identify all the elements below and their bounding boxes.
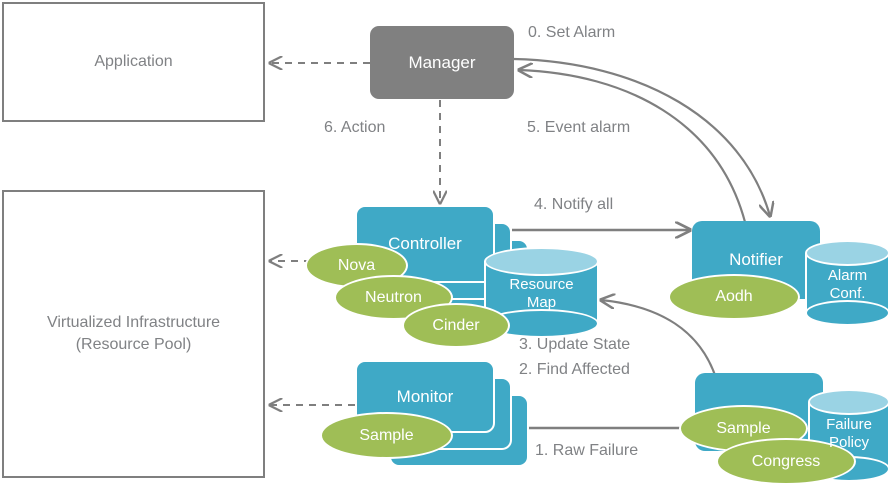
edge-label-action: 6. Action	[324, 118, 385, 138]
edge-label-find-affected: 2. Find Affected	[519, 360, 630, 380]
alarm-conf-database[interactable]: Alarm Conf.	[805, 240, 890, 327]
edge-label-action-text: 6. Action	[324, 119, 386, 136]
resource-map-label-line2: Map	[526, 294, 557, 311]
tag-cinder[interactable]: Cinder	[402, 303, 510, 348]
resource-map-cylinder-top	[484, 247, 599, 276]
infrastructure-label-line2: (Resource Pool)	[75, 336, 192, 353]
edge-label-set-alarm-text: 0. Set Alarm	[528, 24, 616, 41]
tag-neutron[interactable]: Neutron	[334, 275, 453, 320]
tag-nova-label: Nova	[337, 256, 376, 274]
edge-label-update-state-text: 3. Update State	[519, 336, 631, 353]
edge-label-update-state: 3. Update State	[519, 335, 630, 355]
tag-aodh-label: Aodh	[715, 288, 753, 305]
edge-label-raw-failure-text: 1. Raw Failure	[535, 442, 639, 459]
resource-map-label: Resource Map	[484, 276, 599, 312]
manager-node[interactable]: Manager	[370, 26, 514, 99]
resource-map-label-line1: Resource	[509, 276, 574, 293]
edge-label-notify-all: 4. Notify all	[534, 195, 613, 215]
edge-label-set-alarm: 0. Set Alarm	[528, 23, 615, 43]
tag-sample-monitor-label: Sample	[359, 426, 414, 444]
alarm-conf-label: Alarm Conf.	[805, 267, 890, 303]
alarm-conf-cylinder-bottom	[805, 300, 890, 326]
tag-sample-monitor[interactable]: Sample	[320, 412, 453, 459]
alarm-conf-label-line1: Alarm	[827, 267, 868, 284]
edge-label-raw-failure: 1. Raw Failure	[535, 441, 638, 461]
alarm-conf-cylinder-top	[805, 240, 890, 266]
edge-label-event-alarm-text: 5. Event alarm	[527, 119, 631, 136]
controller-label: Controller	[388, 234, 462, 253]
tag-congress-label: Congress	[751, 452, 821, 470]
failure-policy-label-line2: Policy	[828, 434, 869, 451]
infrastructure-label-line1: Virtualized Infrastructure	[46, 314, 221, 332]
failure-policy-cylinder-top	[808, 389, 890, 415]
tag-cinder-label: Cinder	[432, 316, 480, 334]
failure-policy-label: Failure Policy	[808, 416, 890, 452]
tag-neutron-label: Neutron	[365, 288, 422, 306]
application-box[interactable]: Application	[2, 2, 265, 122]
alarm-conf-label-line2: Conf.	[829, 285, 866, 302]
edge-label-event-alarm: 5. Event alarm	[527, 118, 630, 138]
tag-aodh[interactable]: Aodh	[668, 274, 800, 320]
infrastructure-box[interactable]: Virtualized Infrastructure (Resource Poo…	[2, 190, 265, 478]
failure-policy-label-line1: Failure	[826, 416, 872, 433]
monitor-label: Monitor	[396, 386, 454, 406]
manager-label: Manager	[408, 52, 476, 72]
tag-sample-inspector-label: Sample	[716, 419, 771, 437]
application-label: Application	[94, 53, 173, 71]
notifier-label: Notifier	[729, 250, 783, 269]
edge-label-notify-all-text: 4. Notify all	[534, 196, 614, 213]
tag-congress[interactable]: Congress	[716, 438, 856, 485]
resource-map-database[interactable]: Resource Map	[484, 247, 599, 339]
edge-label-find-affected-text: 2. Find Affected	[519, 361, 630, 378]
